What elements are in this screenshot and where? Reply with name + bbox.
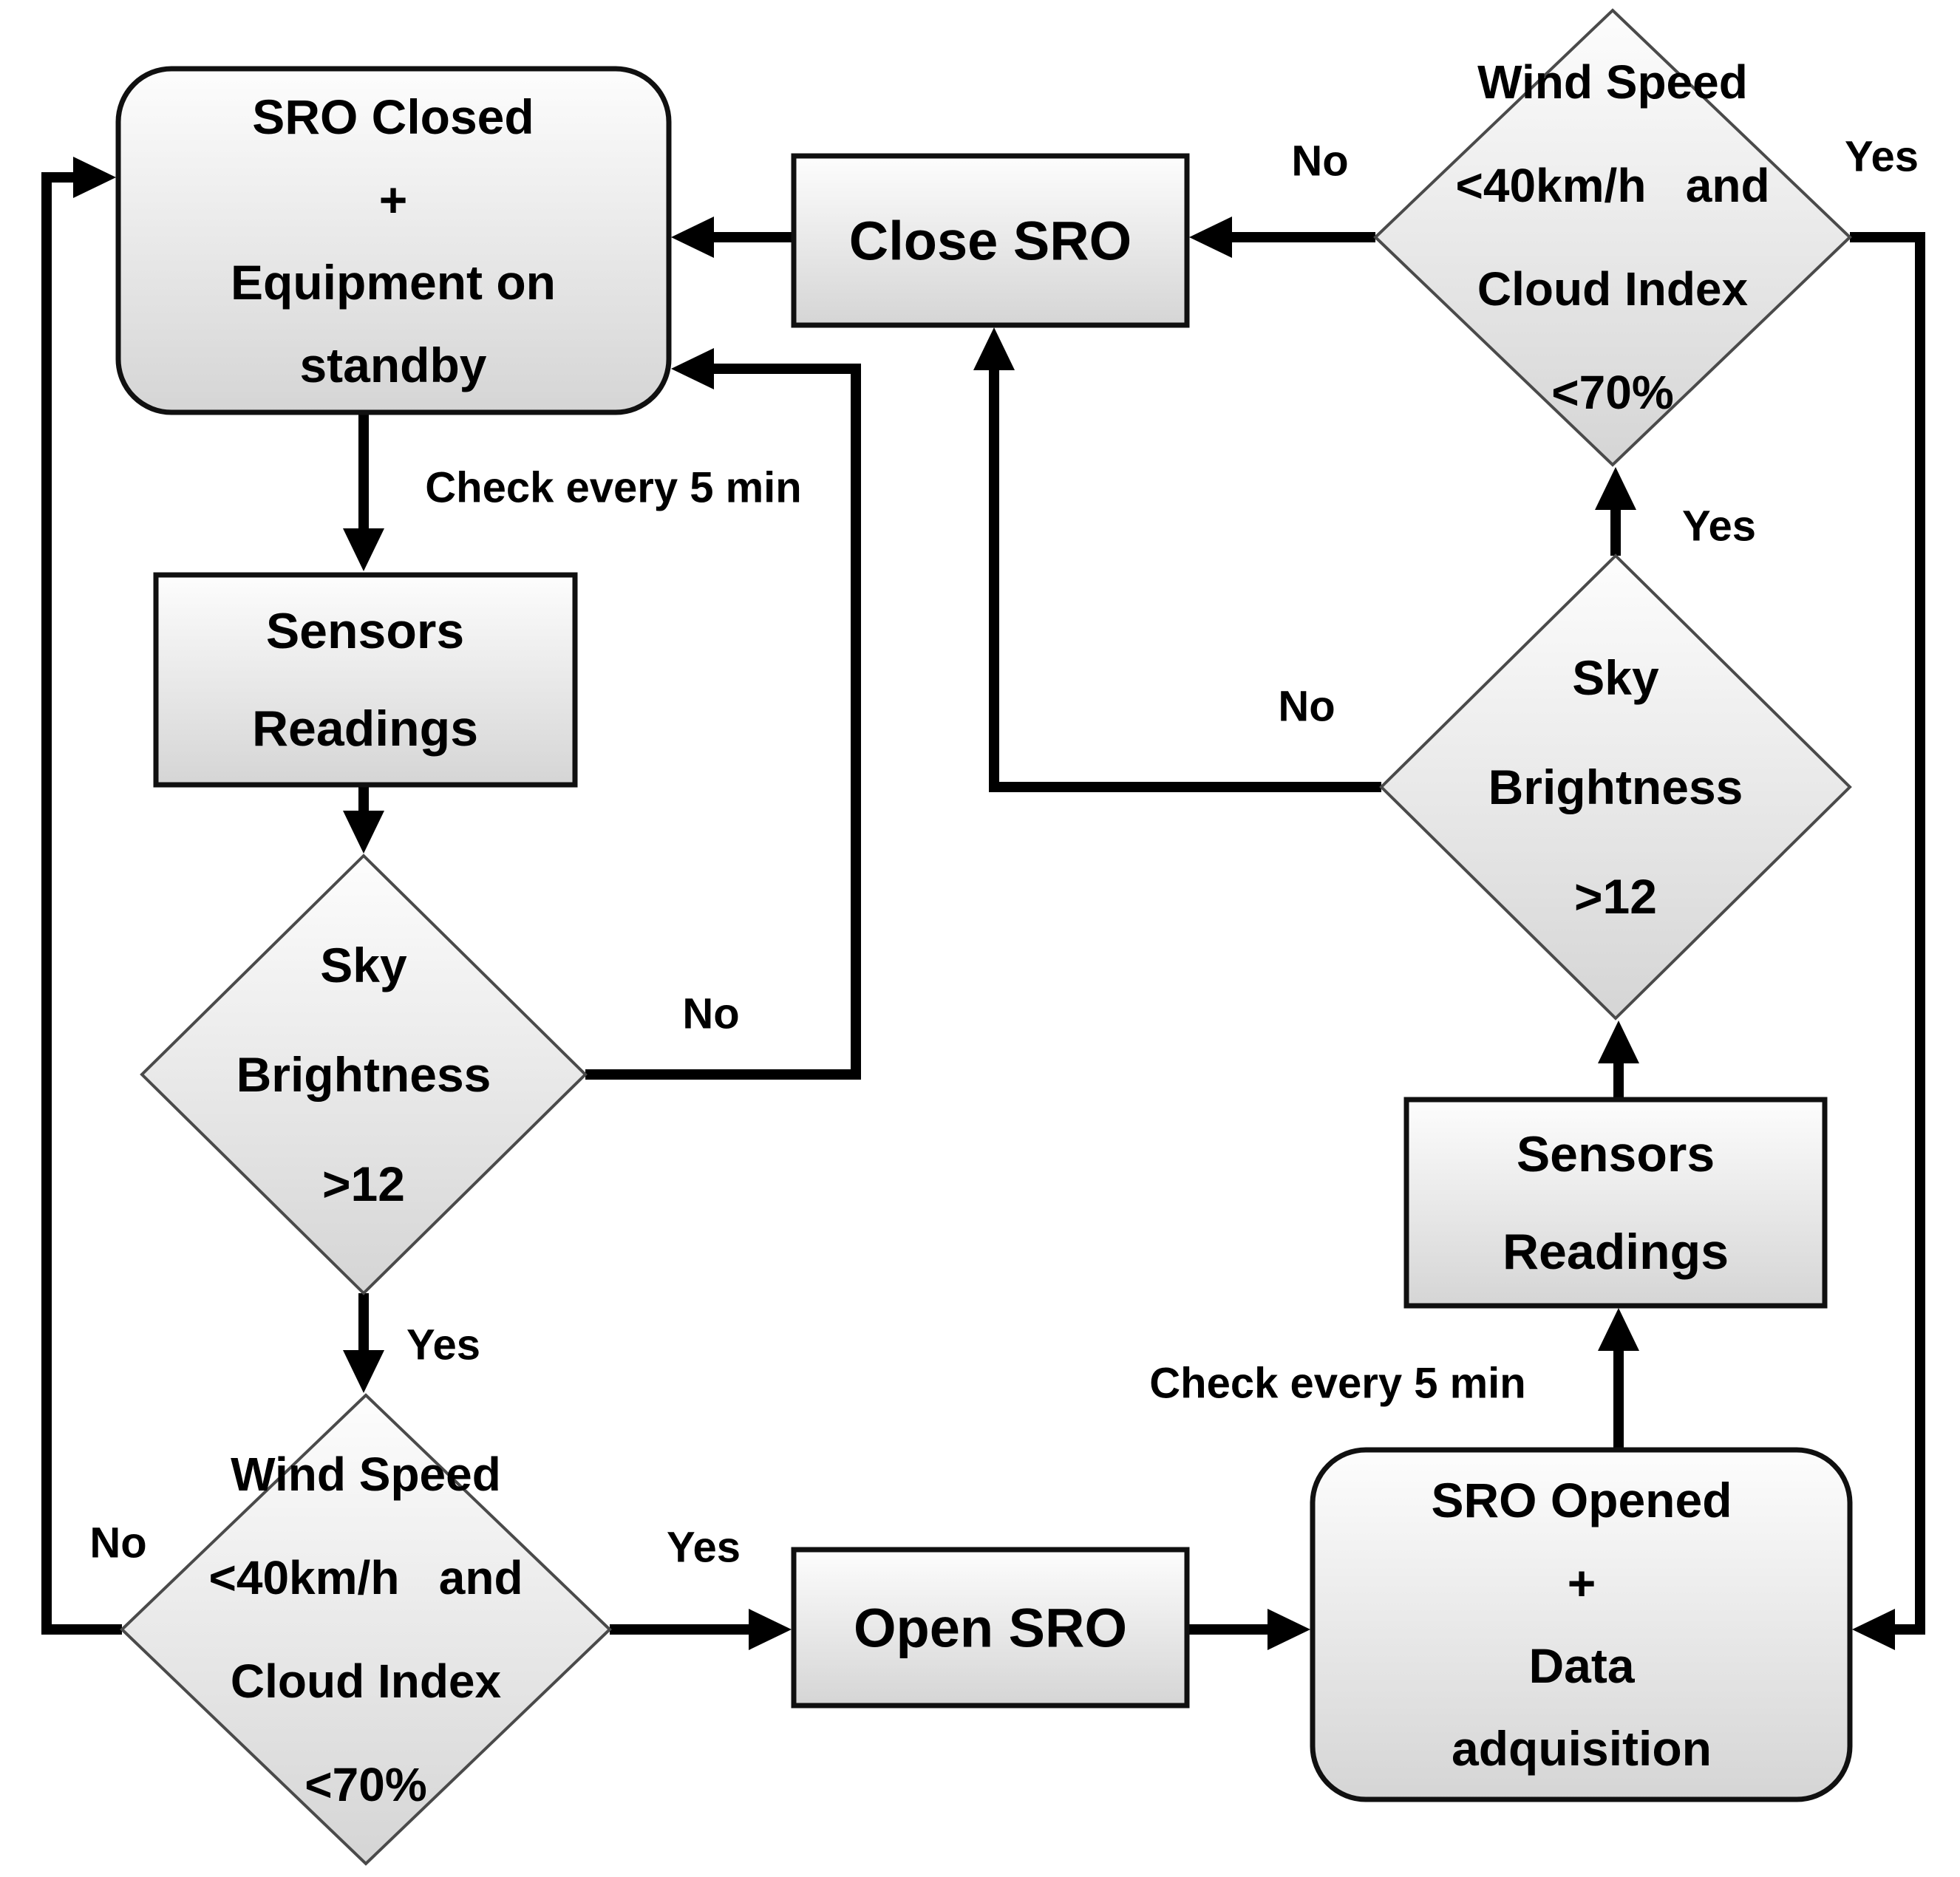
edge-skyright-no-to-closesro [973,327,1381,792]
edge-label-sky-left-yes: Yes [406,1321,480,1369]
sky-brightness-left-shape [140,854,588,1295]
edge-label-wind-left-no: No [89,1519,147,1567]
edge-label-check-every-5-min-right: Check every 5 min [1149,1359,1526,1408]
sky-brightness-left-label: Sky Brightness >12 [236,938,491,1211]
edge-skyleft-no-loop [585,348,861,1080]
open-sro-shape [791,1547,1190,1709]
edge-windright-yes-loop [1850,232,1925,1650]
wind-speed-right-label: Wind Speed <40km/h and Cloud Index <70% [1455,55,1770,419]
close-sro-label: Close SRO [848,210,1132,272]
sensors-readings-left-label: Sensors Readings [251,603,479,757]
sro-opened-shape [1310,1447,1853,1802]
sro-closed-shape [115,66,672,415]
sro-closed-label: SRO Closed + Equipment on standby [231,89,556,392]
edge-label-wind-right-no: No [1291,137,1349,185]
edge-windleft-no-loop [41,157,122,1635]
wind-speed-left-shape [120,1393,612,1866]
sensors-readings-right-label: Sensors Readings [1502,1126,1729,1280]
wind-speed-left-label: Wind Speed <40km/h and Cloud Index <70% [208,1448,523,1811]
edge-label-wind-left-yes: Yes [667,1523,741,1572]
wind-speed-right-shape [1373,8,1852,467]
sro-opened-label: SRO Opened + Data adquisition [1431,1473,1732,1776]
sensors-readings-right-shape [1403,1097,1828,1309]
edge-label-wind-right-yes: Yes [1845,132,1919,181]
open-sro-label: Open SRO [853,1597,1128,1659]
sensors-readings-left-shape [153,572,578,788]
edge-label-sky-right-yes: Yes [1682,502,1756,551]
sky-brightness-right-shape [1379,553,1852,1021]
close-sro-shape [791,153,1190,328]
edge-label-check-every-5-min-left: Check every 5 min [425,463,802,512]
edge-label-sky-right-no: No [1278,682,1335,731]
edge-label-sky-left-no: No [682,989,740,1038]
sky-brightness-right-label: Sky Brightness >12 [1488,650,1743,924]
